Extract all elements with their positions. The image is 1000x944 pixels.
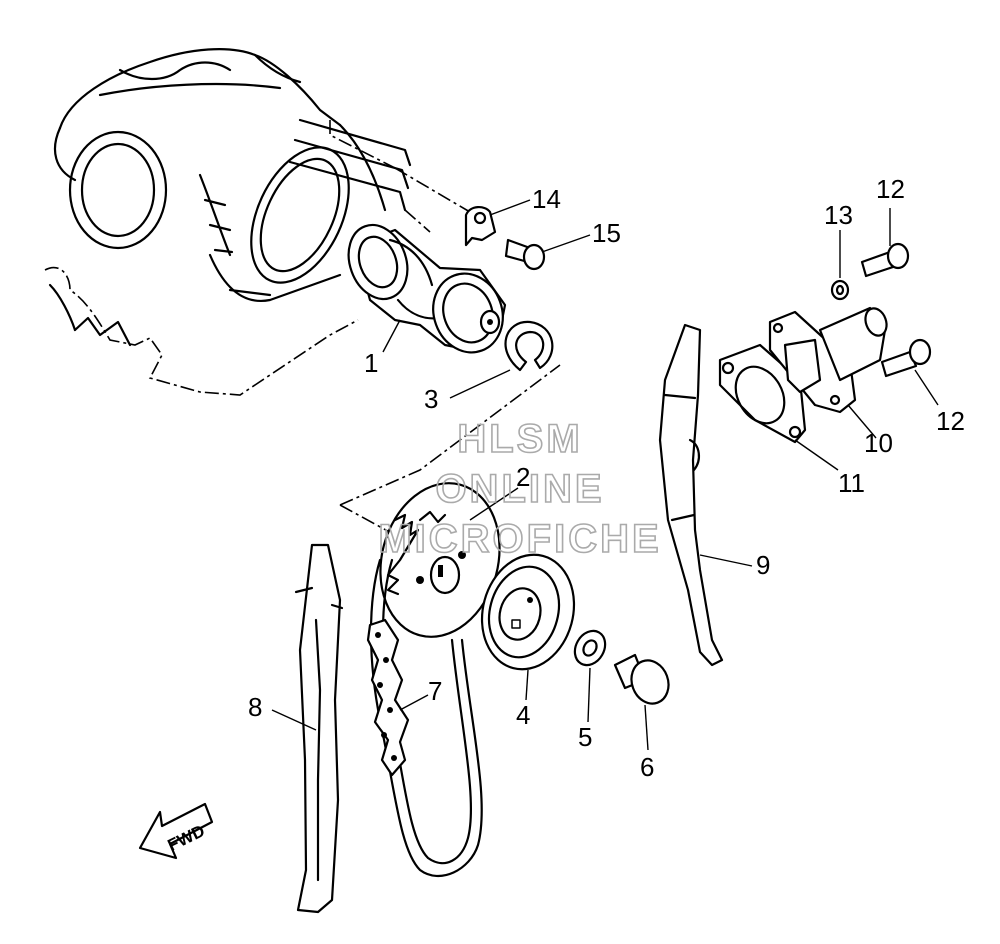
callout-1: 1	[364, 348, 378, 378]
timing-plate	[480, 553, 576, 671]
callout-2: 2	[516, 462, 530, 492]
cylinder-head-outline	[44, 48, 471, 396]
washer	[573, 629, 607, 667]
cam-chain	[366, 558, 483, 878]
watermark-line-3: MICROFICHE	[378, 517, 661, 561]
callout-10: 10	[864, 428, 893, 458]
plate-bolt	[504, 238, 546, 271]
chain-guide-intake	[658, 323, 724, 667]
watermark-line-2: ONLINE	[435, 467, 604, 511]
callout-6: 6	[640, 752, 654, 782]
callout-labels: 1 2 3 4 5 6 7 8 9 10 11 12 12 13 14 15	[248, 174, 965, 782]
watermark-line-1: HLSM	[457, 417, 582, 461]
chain-tensioner	[768, 306, 888, 414]
circlip	[504, 320, 554, 372]
callout-4: 4	[516, 700, 530, 730]
callout-3: 3	[424, 384, 438, 414]
tensioner-bolt-lower	[880, 338, 932, 378]
callout-13: 13	[824, 200, 853, 230]
callout-9: 9	[756, 550, 770, 580]
callout-14: 14	[532, 184, 561, 214]
callout-15: 15	[592, 218, 621, 248]
tensioner-bolt-upper	[860, 242, 910, 278]
fwd-arrow-icon: FWD	[138, 802, 214, 860]
cam-sprocket	[339, 364, 561, 638]
callout-11: 11	[838, 468, 865, 498]
callout-12-upper: 12	[876, 174, 905, 204]
callout-12-lower: 12	[936, 406, 965, 436]
locating-plate	[464, 206, 497, 247]
tensioner-washer	[830, 279, 850, 301]
callout-7: 7	[428, 676, 442, 706]
tensioner-gasket	[718, 343, 807, 444]
leader-lines	[271, 199, 939, 751]
callout-8: 8	[248, 692, 262, 722]
chain-guide-exhaust	[294, 543, 344, 914]
sprocket-bolt	[613, 653, 670, 705]
camshaft	[347, 223, 507, 354]
watermark: HLSM ONLINE MICROFICHE	[378, 416, 661, 562]
callout-5: 5	[578, 722, 592, 752]
